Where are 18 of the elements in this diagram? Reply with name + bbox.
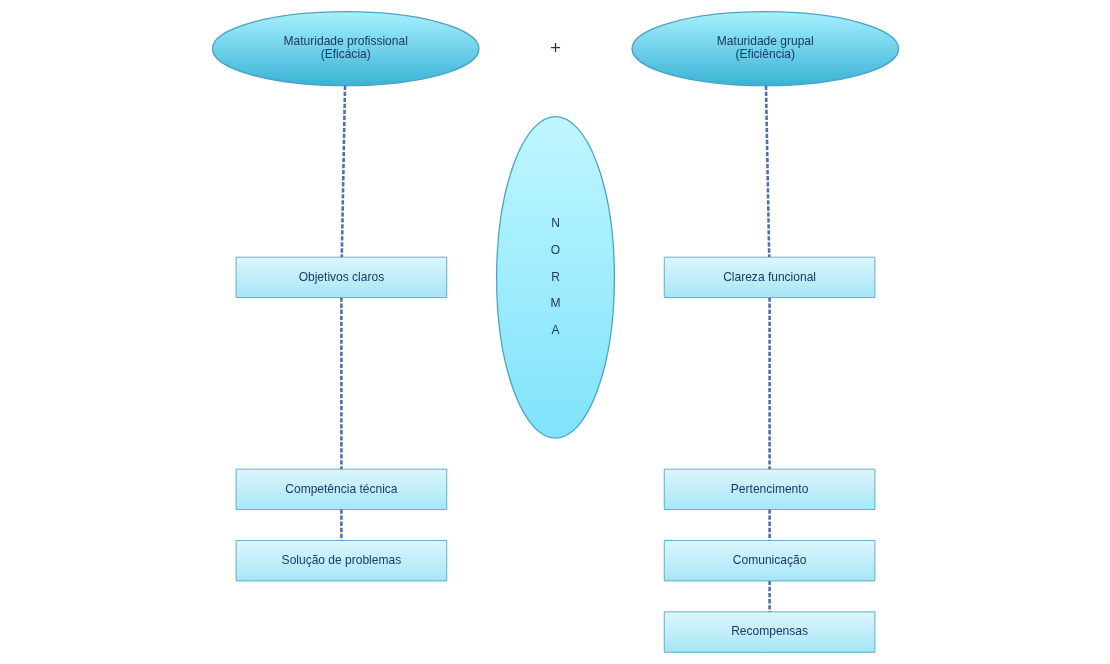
node-ellipse: Maturidade profissional (Eficácia) <box>211 11 480 87</box>
node-box: Objetivos claros <box>235 256 447 299</box>
node-ellipse: N O R M A <box>495 115 615 439</box>
node-box: Clareza funcional <box>663 256 875 299</box>
node-box: Comunicação <box>663 540 875 582</box>
connector <box>339 297 343 470</box>
node-ellipse: Maturidade grupal (Eficiência) <box>630 11 899 87</box>
node-box: Competência técnica <box>235 468 447 510</box>
label: + <box>549 36 561 58</box>
node-box: Pertencimento <box>663 468 875 510</box>
node-box: Solução de problemas <box>235 540 447 582</box>
connector <box>340 85 346 257</box>
connector <box>767 509 771 541</box>
connector <box>767 580 771 612</box>
connector <box>764 85 770 257</box>
connector <box>339 509 343 541</box>
connector <box>767 297 771 470</box>
node-box: Recompensas <box>663 611 875 653</box>
